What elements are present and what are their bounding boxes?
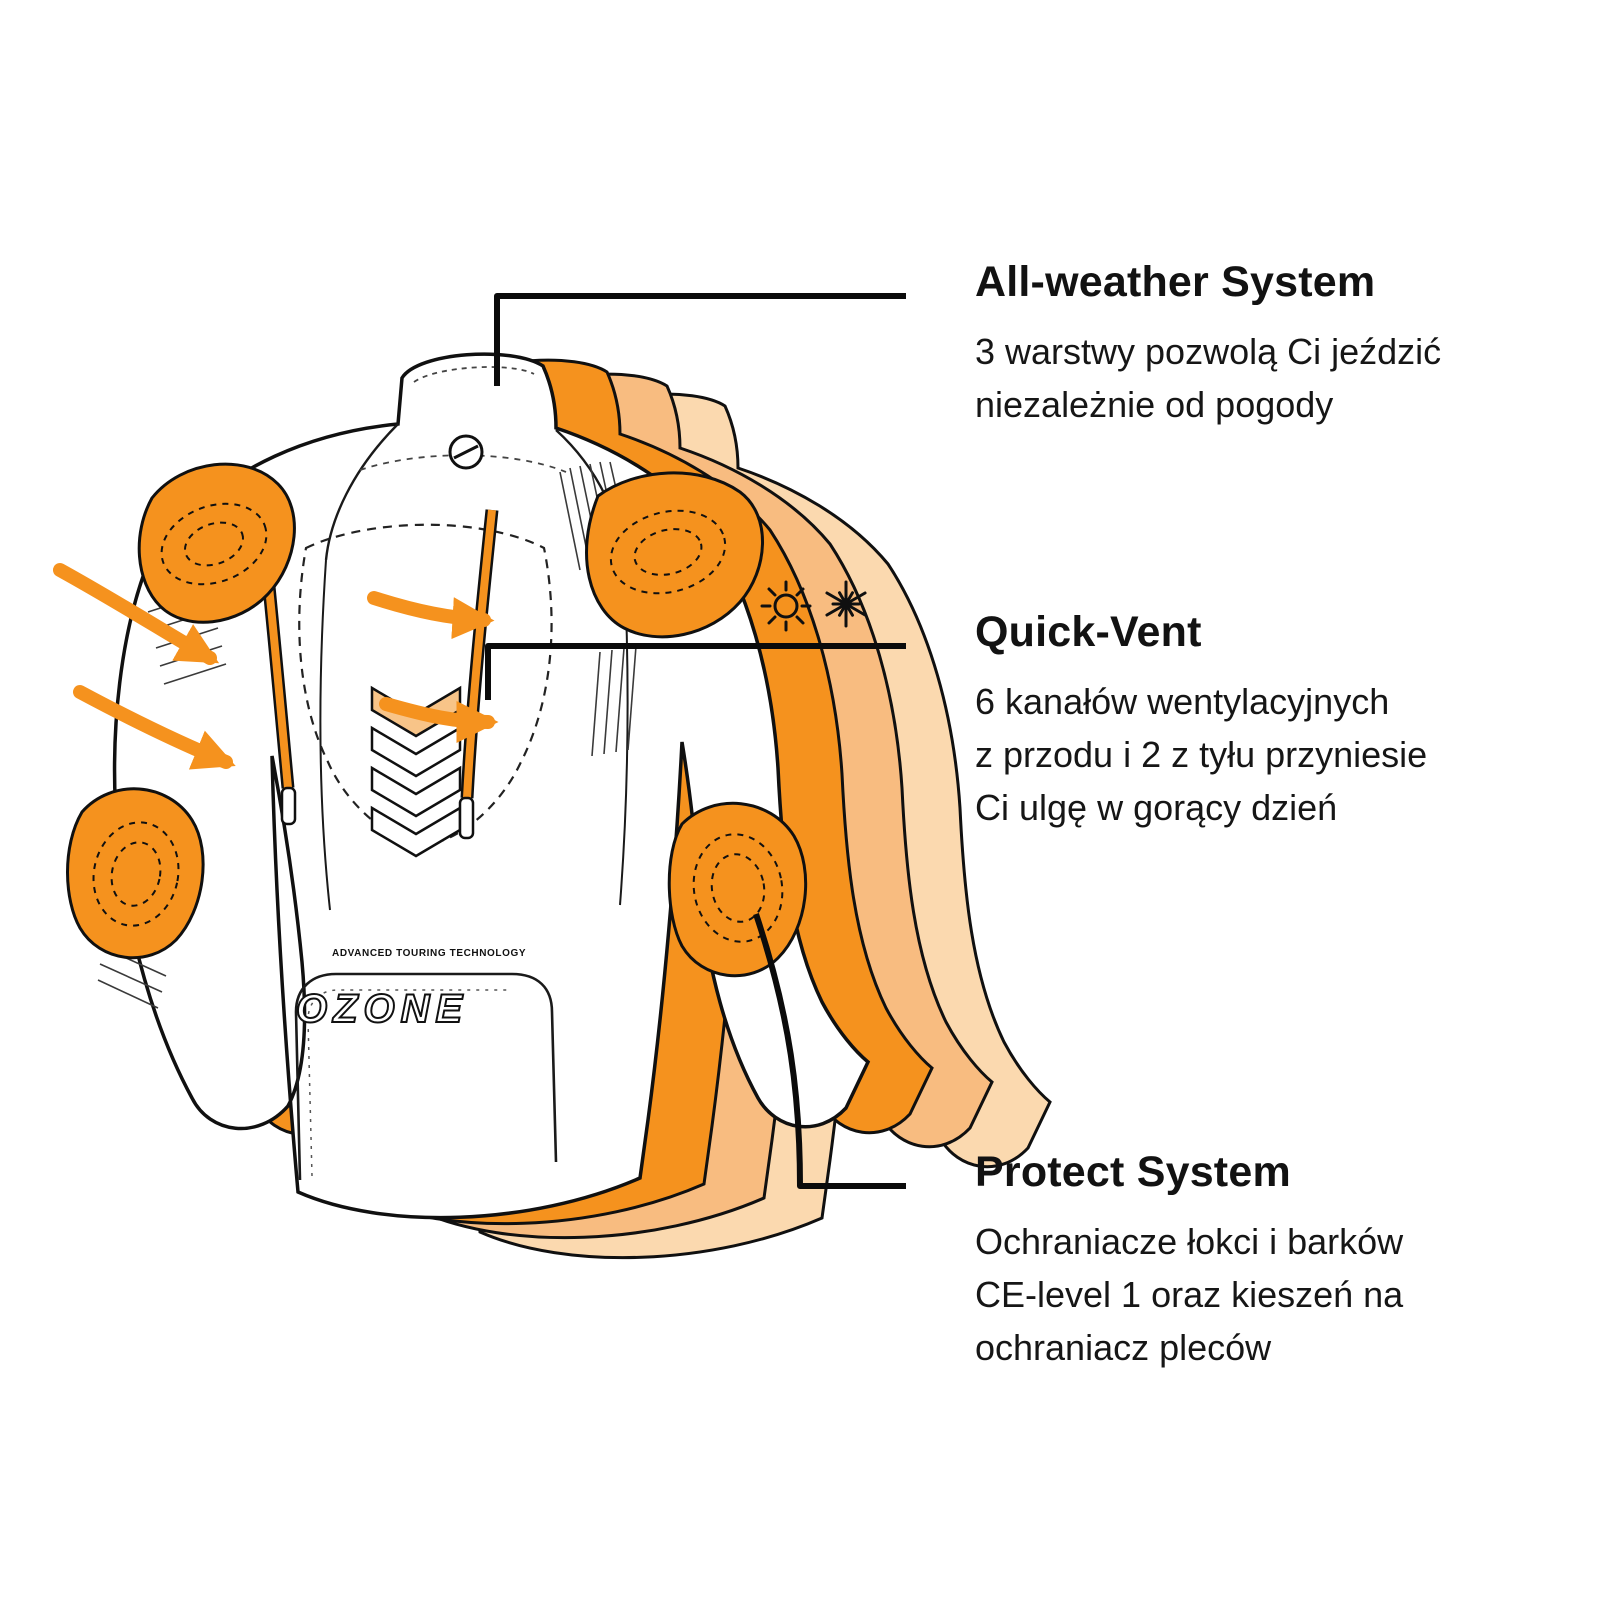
shoulder-pad-left (137, 462, 296, 624)
elbow-pad-right (667, 801, 808, 978)
callout-all-weather: All-weather System 3 warstwy pozwolą Ci … (975, 258, 1535, 431)
snowflake-icon (825, 580, 867, 628)
callout-line-protect (753, 913, 906, 1189)
brand-wordmark: OZONE (296, 987, 468, 1031)
callout-text-line: Ci ulgę w gorący dzień (975, 787, 1338, 828)
airflow-arrows (53, 563, 499, 770)
callout-quick-vent: Quick-Vent 6 kanałów wentylacyjnych z pr… (975, 608, 1535, 834)
callout-text-line: 3 warstwy pozwolą Ci jeździć (975, 331, 1442, 372)
elbow-pad-left (66, 787, 205, 960)
callout-protect-system: Protect System Ochraniacze łokci i barkó… (975, 1148, 1535, 1374)
shoulder-pad-right (585, 471, 764, 639)
airflow-arrow (53, 563, 220, 665)
callout-line-all-weather (494, 293, 906, 386)
airflow-arrow (73, 685, 236, 770)
brand-tagline: ADVANCED TOURING TECHNOLOGY (332, 948, 526, 959)
callout-text-line: 6 kanałów wentylacyjnych (975, 681, 1390, 722)
airflow-arrow (367, 591, 495, 640)
callout-text-line: CE-level 1 oraz kieszeń na (975, 1274, 1404, 1315)
callout-text-line: Ochraniacze łokci i barków (975, 1221, 1404, 1262)
callout-title: Protect System (975, 1148, 1291, 1196)
callout-title: Quick-Vent (975, 608, 1202, 656)
zipper-pull-right (458, 796, 475, 840)
sun-icon (760, 580, 812, 632)
callout-text-line: ochraniacz pleców (975, 1327, 1272, 1368)
zipper-pull-left (280, 786, 297, 826)
callout-text-line: niezależnie od pogody (975, 384, 1334, 425)
airflow-arrow (379, 697, 499, 743)
callout-text-line: z przodu i 2 z tyłu przyniesie (975, 734, 1428, 775)
brand-logo-icon (448, 434, 484, 470)
callout-line-quick-vent (485, 643, 906, 700)
callout-title: All-weather System (975, 258, 1376, 306)
